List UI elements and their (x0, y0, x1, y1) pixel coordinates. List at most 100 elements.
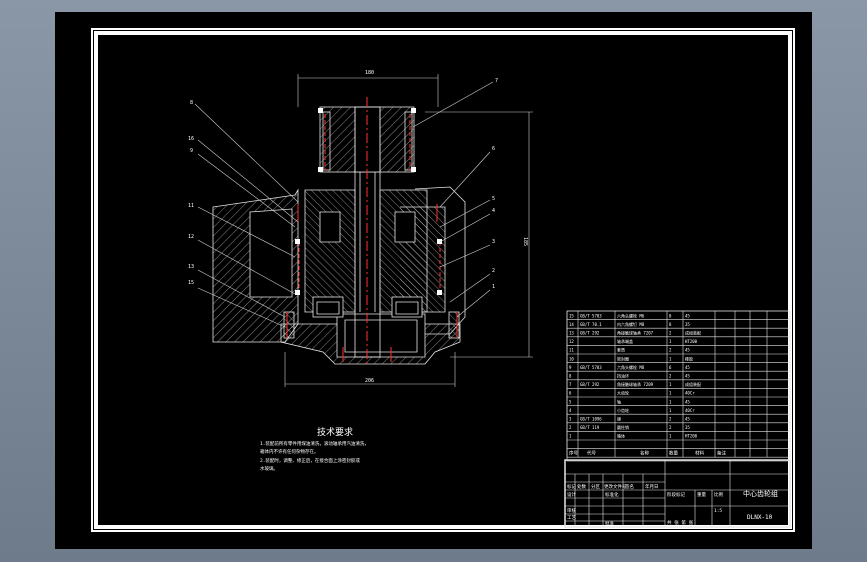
table-cell: 8 (569, 374, 572, 379)
table-cell: 14 (569, 322, 574, 327)
table-cell: 圆柱销 (617, 424, 629, 430)
tb-sheet: 共 张 第 张 (667, 519, 694, 526)
table-cell: GB/T 5783 (580, 365, 602, 370)
table-cell: 40Cr (685, 408, 695, 413)
callout: 8 (190, 100, 193, 106)
table-cell: HT200 (685, 434, 698, 439)
table-cell: 1 (669, 356, 672, 361)
tb-label: 批准 (605, 520, 614, 527)
tb-label: 工艺 (567, 515, 576, 521)
table-cell: 5 (569, 399, 572, 404)
table-cell: 4 (569, 408, 572, 413)
cad-viewport[interactable]: 180 206 185 8 16 9 11 12 13 15 7 6 5 4 3… (55, 12, 812, 549)
tb-label: 阶段标记 (667, 491, 685, 498)
hub (304, 189, 356, 313)
table-cell: 13 (569, 331, 574, 336)
sheet-inner-border (94, 31, 792, 529)
callout: 11 (188, 203, 194, 209)
table-cell: GB/T 70.1 (580, 322, 602, 327)
table-cell: 3 (569, 417, 572, 422)
table-header-cell: 代号 (587, 450, 596, 457)
table-cell: 箱体 (617, 433, 625, 439)
tb-label: 标准化 (605, 491, 619, 498)
table-cell: 橡胶 (685, 355, 693, 361)
table-cell: 轴承端盖 (617, 338, 633, 344)
table-cell: 8 (669, 313, 672, 318)
table-cell: 6 (569, 391, 572, 396)
table-cell: 小齿轮 (617, 407, 629, 413)
table-cell: 2 (569, 425, 572, 430)
callout: 9 (190, 148, 193, 154)
tb-label: 年月日 (645, 483, 659, 490)
table-cell: 1 (669, 434, 672, 439)
table-cell: 2 (669, 425, 672, 430)
table-cell: 轴 (617, 398, 621, 404)
table-cell: GB/T 5783 (580, 313, 602, 318)
tb-label: 标记 (567, 483, 576, 490)
table-cell: 1 (669, 408, 672, 413)
table-cell: 15 (569, 313, 574, 318)
callout: 2 (492, 268, 495, 274)
table-cell: 45 (685, 365, 690, 370)
title-block (564, 459, 791, 528)
callout: 4 (492, 208, 495, 214)
table-cell: 11 (569, 348, 574, 353)
table-cell: 2 (669, 417, 672, 422)
table-header-cell: 序号 (569, 450, 578, 457)
table-cell: 大齿轮 (617, 390, 629, 396)
table-cell: 六角头螺栓 M6 (617, 312, 645, 318)
table-cell: 六角头螺栓 M8 (617, 364, 645, 370)
tb-label: 审核 (567, 507, 576, 514)
table-cell: 9 (569, 365, 572, 370)
parts-list-table (566, 310, 791, 462)
table-header-cell: 数量 (669, 450, 678, 457)
notes-line: 箱体内不许有任何杂物存在。 (260, 448, 319, 455)
center-lines (286, 97, 458, 367)
table-cell: 成组装配 (685, 381, 701, 387)
table-cell: 6 (669, 365, 672, 370)
table-cell: 35 (685, 322, 690, 327)
table-cell: 35 (685, 425, 690, 430)
notes-title: 技术要求 (317, 426, 353, 438)
table-cell: 成组装配 (685, 330, 701, 336)
callout: 12 (188, 234, 194, 240)
callout: 7 (495, 78, 498, 84)
table-cell: 1 (569, 434, 572, 439)
table-cell: 2 (669, 348, 672, 353)
leader-lines (194, 81, 494, 328)
table-cell: 45 (685, 348, 690, 353)
table-cell: 40Cr (685, 391, 695, 396)
table-cell: 角接触球轴承 7207 (617, 330, 654, 336)
table-cell: 45 (685, 399, 690, 404)
notes-line: 1.装配前所有零件用煤油清洗，滚动轴承用汽油清洗， (260, 440, 369, 447)
tb-label: 设计 (567, 491, 576, 498)
table-cell: 1 (669, 339, 672, 344)
tb-label: 处数 (577, 483, 586, 490)
dimension-lines (284, 74, 533, 387)
table-cell: 2 (669, 374, 672, 379)
table-cell: 10 (569, 356, 574, 361)
table-cell: 45 (685, 374, 690, 379)
callout-numbers: 8 16 9 11 12 13 15 7 6 5 4 3 2 1 (188, 78, 498, 290)
callout: 3 (492, 239, 495, 245)
table-cell: 1 (669, 391, 672, 396)
dimension-top: 180 (365, 70, 374, 76)
table-header-cell: 材料 (695, 450, 704, 457)
drawing-name: 中心齿轮组 (743, 489, 778, 498)
callout: 16 (188, 136, 194, 142)
table-header-cell: 备注 (717, 450, 726, 457)
table-cell: 12 (569, 339, 574, 344)
table-cell: 密封圈 (617, 355, 629, 361)
callout: 6 (492, 146, 495, 152)
assembly-section-view (212, 106, 466, 365)
bearing-markers (295, 108, 442, 295)
table-cell: 7 (569, 382, 572, 387)
table-cell: GB/T 1096 (580, 417, 602, 422)
table-cell: 键 (617, 416, 621, 422)
dimension-right: 185 (522, 237, 528, 246)
table-cell: GB/T 292 (580, 331, 600, 336)
table-cell: 挡油环 (617, 373, 629, 379)
table-cell: 8 (669, 322, 672, 327)
table-cell: GB/T 119 (580, 425, 600, 430)
tb-label: 重量 (697, 491, 706, 498)
